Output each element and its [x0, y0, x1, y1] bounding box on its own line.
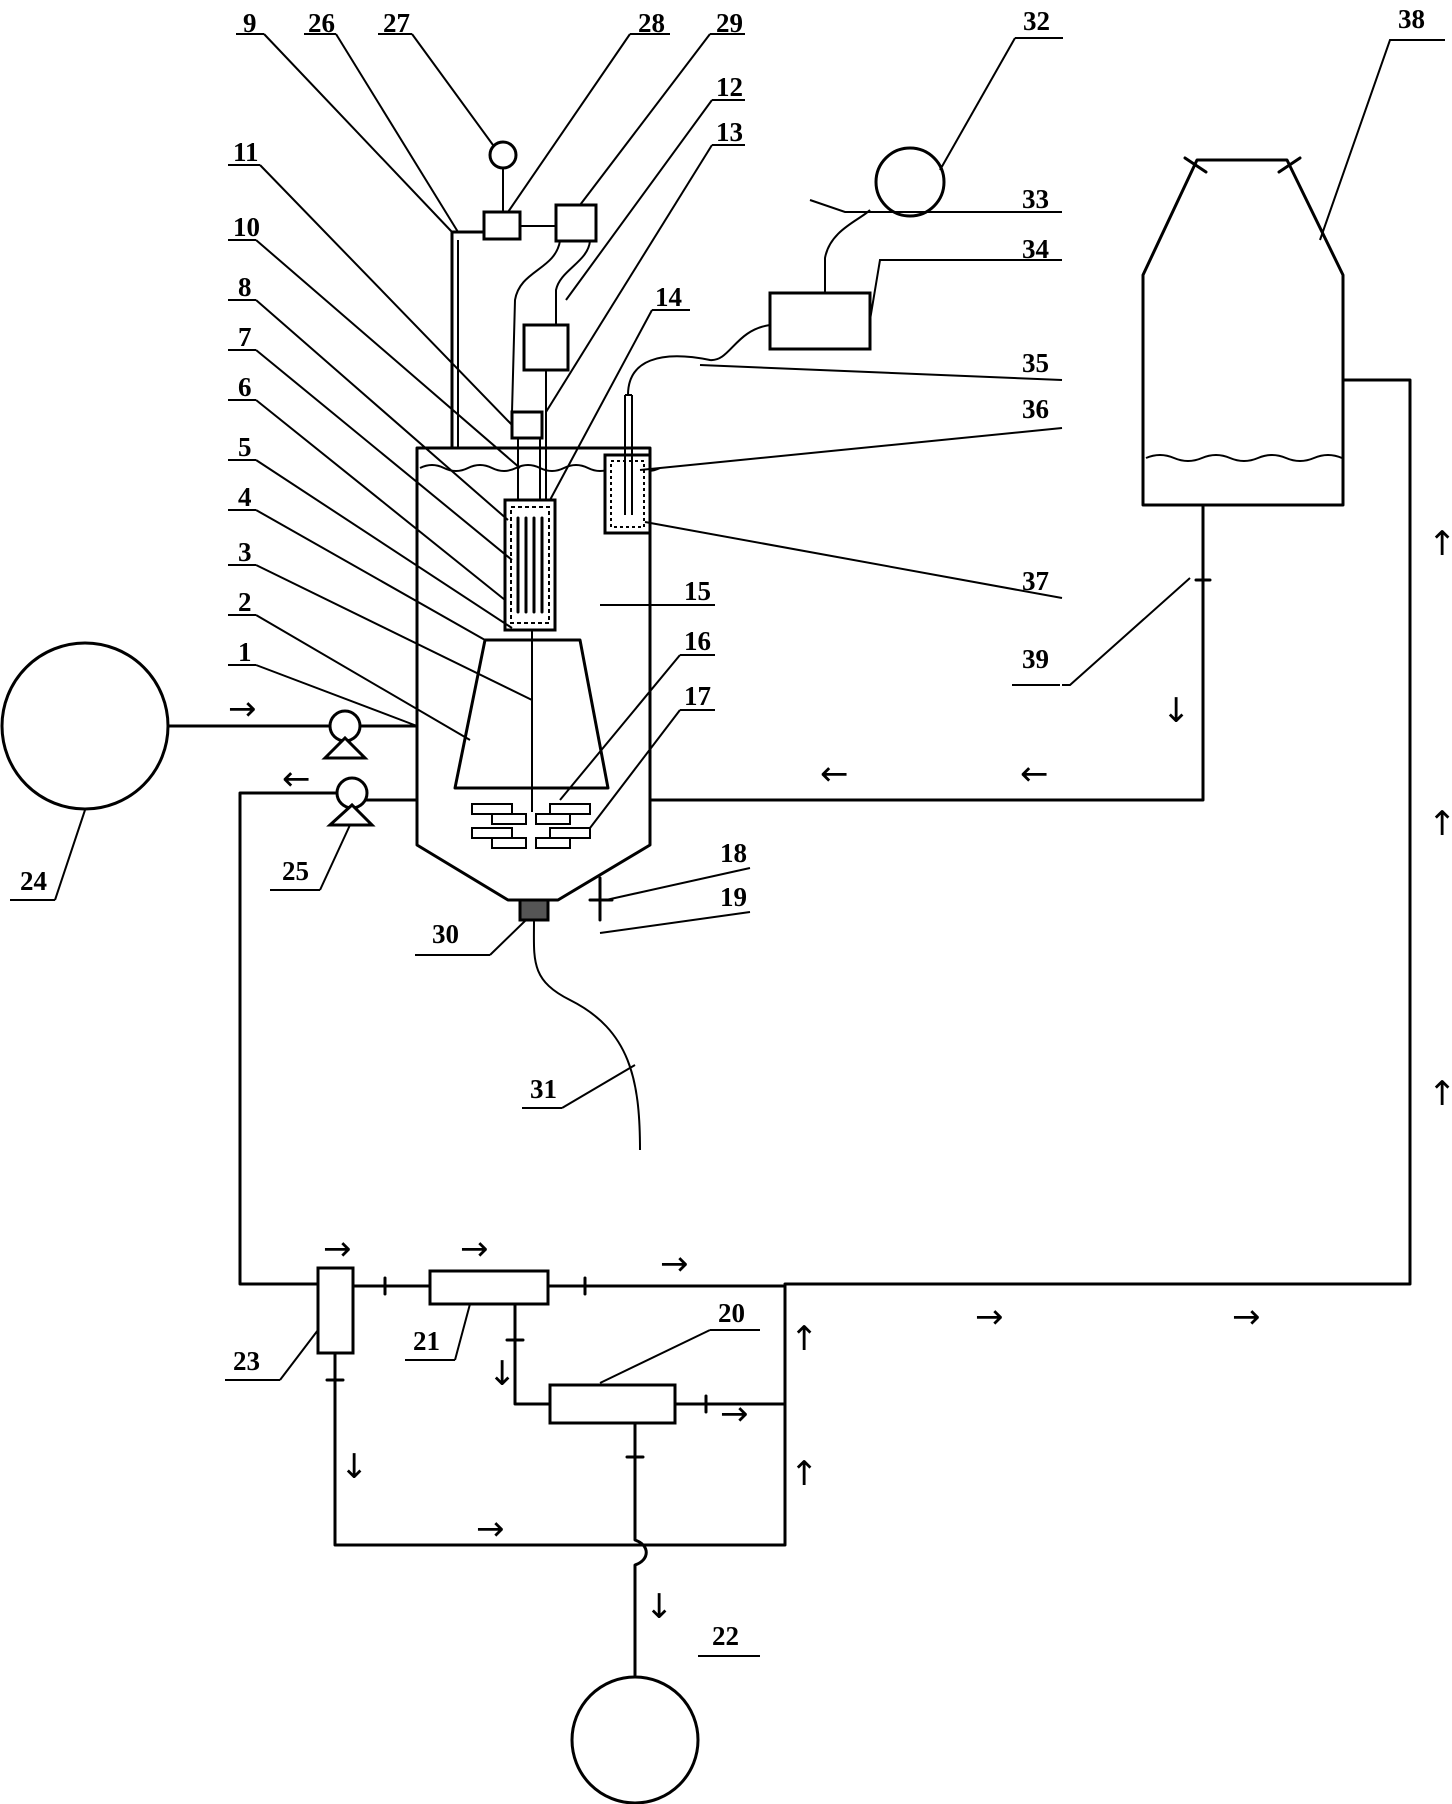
label-16: 16 [684, 626, 711, 656]
electrode-assembly [503, 438, 557, 632]
box-device-29 [554, 203, 598, 243]
leader-lines [10, 33, 1445, 1657]
impeller [471, 803, 591, 849]
cone-baffle [453, 638, 610, 790]
arrow-right-1: → [228, 689, 257, 729]
label-30: 30 [432, 919, 459, 949]
arrow-right-2: → [323, 1229, 352, 1269]
arrow-right-4: → [660, 1244, 689, 1284]
controller-34 [768, 291, 872, 351]
sensor-probe [603, 324, 771, 535]
circle-32 [874, 146, 946, 218]
label-19: 19 [720, 882, 747, 912]
arrow-up-4: ↑ [790, 1319, 819, 1359]
label-13: 13 [716, 117, 743, 147]
label-35: 35 [1022, 348, 1049, 378]
arrow-right-8: → [476, 1509, 505, 1549]
arrow-up-5: ↑ [790, 1454, 819, 1494]
label-1: 1 [238, 637, 252, 667]
label-18: 18 [720, 838, 747, 868]
label-21: 21 [413, 1326, 440, 1356]
separator-23 [316, 1266, 355, 1355]
arrow-down-1: ↓ [1162, 691, 1191, 731]
outlet-30 [518, 898, 550, 922]
label-20: 20 [718, 1298, 745, 1328]
label-12: 12 [716, 72, 743, 102]
arrow-left-3: ← [1020, 754, 1049, 794]
label-3: 3 [238, 537, 252, 567]
label-26: 26 [308, 8, 335, 38]
label-38: 38 [1398, 4, 1425, 34]
label-39: 39 [1022, 644, 1049, 674]
label-11: 11 [233, 137, 259, 167]
arrow-right-3: → [460, 1229, 489, 1269]
label-31: 31 [530, 1074, 557, 1104]
label-24: 24 [20, 866, 47, 896]
tank-38 [1141, 156, 1345, 507]
label-9: 9 [243, 8, 257, 38]
arrow-up-1: ↑ [1428, 524, 1452, 564]
label-2: 2 [238, 587, 252, 617]
label-7: 7 [238, 322, 252, 352]
label-5: 5 [238, 432, 252, 462]
label-33: 33 [1022, 184, 1049, 214]
label-37: 37 [1022, 566, 1049, 596]
label-27: 27 [383, 8, 410, 38]
arrow-down-3: ↓ [340, 1447, 369, 1487]
hose-31 [532, 919, 641, 1151]
box-device-10 [510, 410, 544, 440]
label-8: 8 [238, 272, 252, 302]
filter-20 [548, 1383, 677, 1425]
arrow-right-7: → [720, 1394, 749, 1434]
label-4: 4 [238, 482, 252, 512]
label-34: 34 [1022, 234, 1049, 264]
label-15: 15 [684, 576, 711, 606]
label-22: 22 [712, 1621, 739, 1651]
label-36: 36 [1022, 394, 1049, 424]
arrow-left-1: ← [282, 759, 311, 799]
label-32: 32 [1023, 6, 1050, 36]
label-28: 28 [638, 8, 665, 38]
arrow-up-2: ↑ [1428, 804, 1452, 844]
label-25: 25 [282, 856, 309, 886]
label-14: 14 [655, 282, 682, 312]
label-10: 10 [233, 212, 260, 242]
gauge-27 [488, 140, 518, 170]
arrow-right-5: → [975, 1297, 1004, 1337]
arrow-up-3: ↑ [1428, 1074, 1452, 1114]
arrow-down-4: ↓ [645, 1587, 674, 1627]
label-29: 29 [716, 8, 743, 38]
circle-24 [0, 641, 170, 811]
label-6: 6 [238, 372, 252, 402]
box-device-28 [482, 210, 522, 241]
box-device-13 [522, 323, 570, 372]
filter-21 [428, 1269, 550, 1306]
label-17: 17 [684, 681, 711, 711]
circle-22 [570, 1675, 700, 1804]
arrow-left-2: ← [820, 754, 849, 794]
arrow-right-6: → [1232, 1297, 1261, 1337]
label-23: 23 [233, 1346, 260, 1376]
arrow-down-2: ↓ [488, 1354, 517, 1394]
